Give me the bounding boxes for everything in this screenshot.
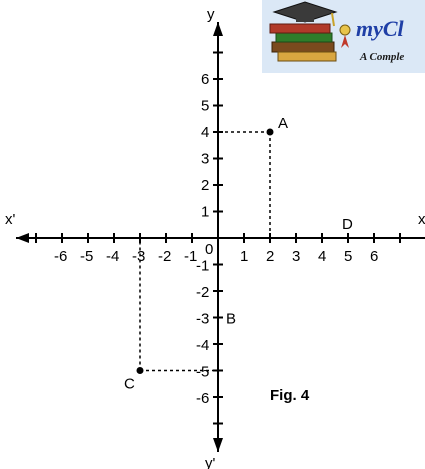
point-C [136, 367, 144, 374]
y-axis-down-arrow [213, 438, 223, 452]
y-tick-label: -2 [196, 284, 209, 301]
point-label-C: C [124, 376, 135, 393]
x-tick-label: 4 [318, 248, 326, 265]
x-axis-neg-label: x' [5, 211, 16, 228]
point-label-B: B [226, 311, 236, 328]
points: A B C D [124, 115, 353, 393]
x-tick-label: 2 [266, 248, 274, 265]
y-axis-up-arrow [213, 22, 223, 36]
y-tick-label: 2 [201, 177, 209, 194]
axes: y y' x' x 0 [5, 6, 425, 469]
y-tick-label: -6 [196, 390, 209, 407]
point-label-D: D [342, 216, 353, 233]
x-tick-label: -6 [54, 248, 67, 265]
y-axis-neg-label: y' [205, 455, 216, 469]
y-tick-label: 5 [201, 98, 209, 115]
x-tick-label: -1 [184, 248, 197, 265]
y-tick-label: 3 [201, 151, 209, 168]
figure-caption: Fig. 4 [270, 387, 310, 404]
brand-tagline: A Comple [359, 51, 404, 63]
x-axis-left-arrow [16, 233, 29, 243]
origin-label: 0 [205, 241, 213, 258]
tick-marks: -6 -5 -4 -3 -2 -1 1 2 3 4 5 6 6 5 4 3 2 1 -1 -2 -3 -4 -5 -6 [35, 51, 401, 425]
x-tick-label: 1 [240, 248, 248, 265]
x-tick-label: 5 [344, 248, 352, 265]
x-tick-label: 6 [370, 248, 378, 265]
x-axis-label: x [418, 211, 425, 228]
y-axis-label: y [207, 6, 215, 23]
y-tick-label: -4 [196, 337, 209, 354]
y-tick-label: 6 [201, 71, 209, 88]
y-tick-label: 1 [201, 204, 209, 221]
y-tick-label: -5 [196, 364, 209, 381]
books-graduation-cap-icon [269, 1, 351, 62]
x-tick-label: 3 [292, 248, 300, 265]
x-tick-label: -3 [132, 248, 145, 265]
y-tick-label: -3 [196, 311, 209, 328]
logo: myCl A Comple [262, 0, 425, 73]
point-label-A: A [278, 115, 288, 132]
y-tick-label: 4 [201, 124, 209, 141]
x-tick-label: -5 [80, 248, 93, 265]
y-tick-label: -1 [196, 258, 209, 275]
guide-lines [139, 131, 271, 372]
brand-text: myCl [356, 16, 405, 41]
x-tick-label: -2 [158, 248, 171, 265]
point-A [266, 128, 274, 136]
x-tick-label: -4 [106, 248, 119, 265]
